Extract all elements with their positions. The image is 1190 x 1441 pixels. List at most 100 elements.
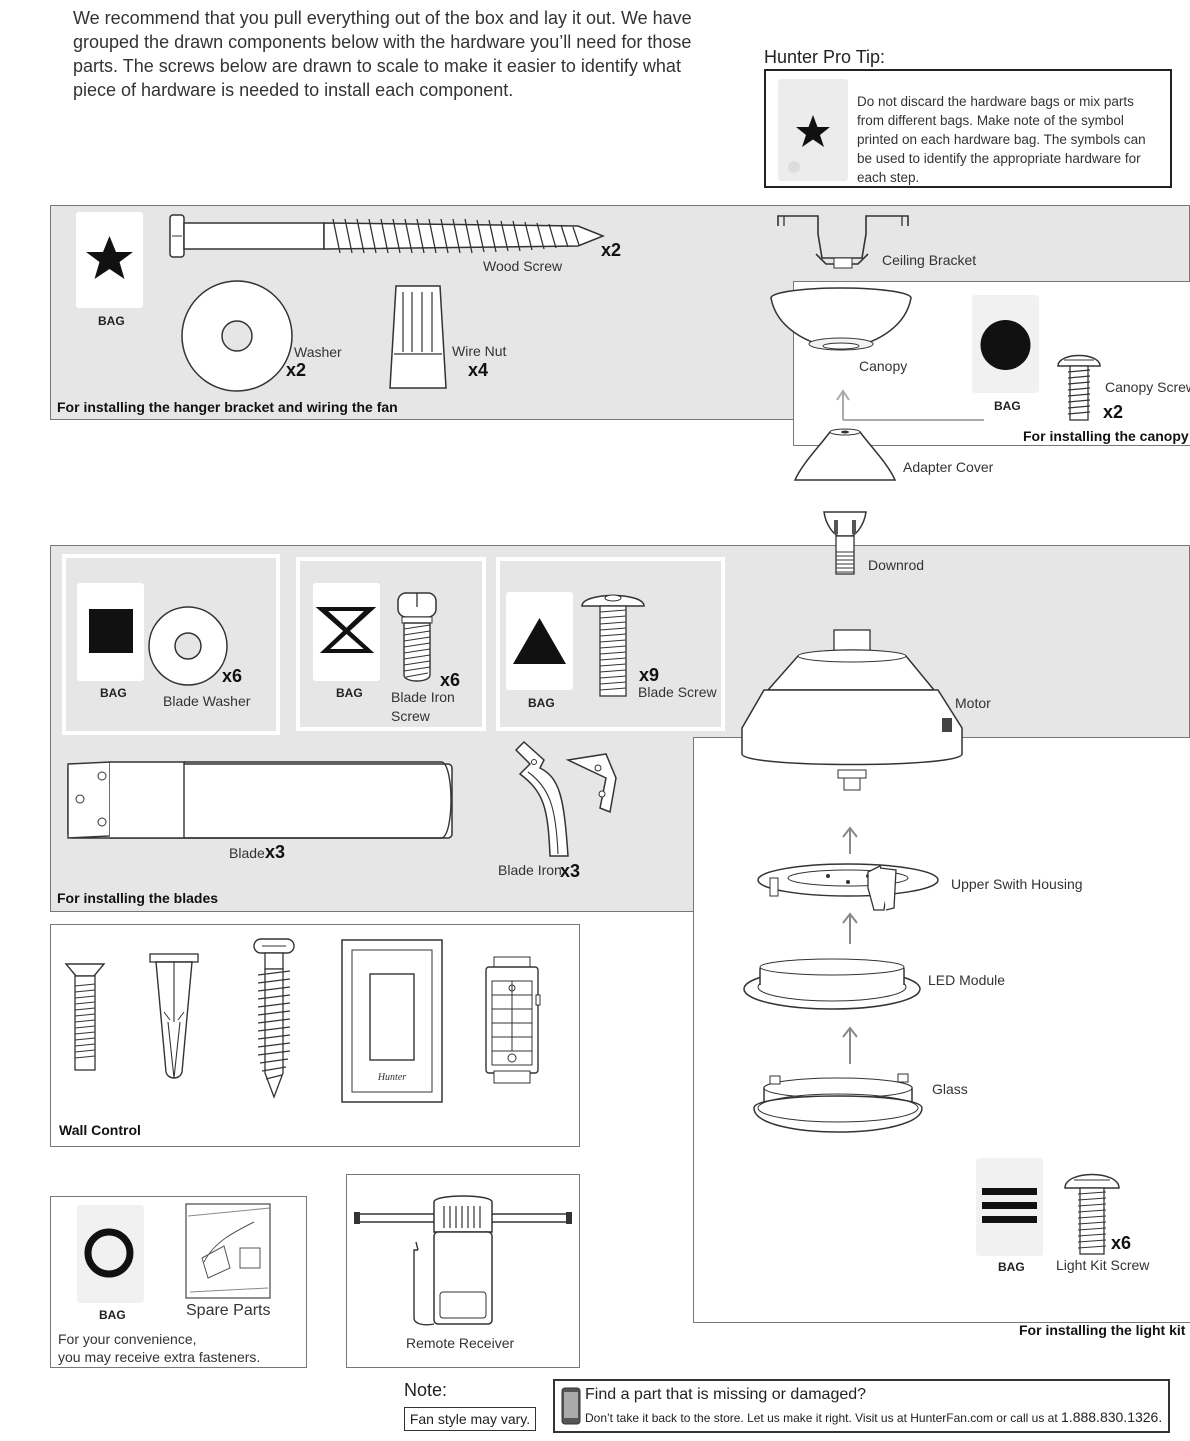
wall-wood-screw-drawing (253, 938, 295, 1099)
spare-parts-bag-drawing (185, 1203, 271, 1299)
wall-screw-drawing (64, 963, 106, 1071)
blade-screw-drawing (581, 594, 645, 697)
blades-section-caption: For installing the blades (57, 890, 219, 906)
spare-parts-label: Spare Parts (186, 1302, 271, 1319)
wire-nut-label: Wire Nut (452, 343, 507, 359)
downrod-label: Downrod (868, 557, 925, 573)
remote-receiver-label: Remote Receiver (406, 1335, 515, 1351)
blade-qty: x3 (265, 842, 286, 862)
motor-label: Motor (955, 695, 991, 711)
canopy-label: Canopy (859, 358, 908, 374)
arrow-up-icon (842, 826, 858, 854)
pro-tip-box: Do not discard the hardware bags or mix … (764, 69, 1172, 188)
blade-washer-label: Blade Washer (163, 693, 251, 709)
blade-iron-screw-qty: x6 (440, 670, 461, 690)
missing-part-title: Find a part that is missing or damaged? (585, 1386, 867, 1403)
spare-bag (77, 1205, 144, 1303)
missing-part-box (553, 1379, 1170, 1433)
canopy-screw-qty: x2 (1103, 402, 1124, 422)
star-icon (86, 236, 133, 279)
hanger-section-caption: For installing the hanger bracket and wi… (57, 399, 398, 415)
pro-tip-text: Do not discard the hardware bags or mix … (857, 94, 1146, 185)
ceiling-bracket-label: Ceiling Bracket (882, 252, 977, 268)
light-kit-screw-drawing (1064, 1173, 1120, 1255)
blade-label: Blade (229, 845, 265, 861)
glass-label: Glass (932, 1081, 968, 1097)
blade-washer-qty: x6 (222, 666, 243, 686)
bag-label: BAG (998, 1260, 1025, 1274)
hourglass-icon (315, 607, 377, 653)
canopy-section-caption: For installing the canopy (1023, 428, 1189, 444)
square-icon (89, 609, 133, 653)
blade-washer-bag (77, 583, 144, 681)
light-kit-section-caption: For installing the light kit (1019, 1322, 1186, 1338)
phone-number[interactable]: 1.888.830.1326. (1061, 1409, 1163, 1425)
blade-iron-screw-label-1: Blade Iron (391, 689, 455, 705)
blade-iron-screw-bag (313, 583, 380, 681)
intro-text: We recommend that you pull everything ou… (73, 8, 692, 100)
blade-iron-screw-group (296, 557, 486, 731)
circle-icon (980, 320, 1031, 370)
blade-iron-label: Blade Iron (498, 862, 562, 878)
led-module-label: LED Module (928, 972, 1006, 988)
pro-tip-title: Hunter Pro Tip: (764, 47, 886, 67)
wood-screw-qty: x2 (601, 240, 622, 260)
arrow-up-icon (842, 912, 858, 944)
light-kit-section (693, 737, 1190, 1323)
star-icon (788, 115, 830, 173)
washer-drawing (181, 280, 293, 392)
blade-screw-bag (506, 592, 573, 690)
canopy-screw-drawing (1057, 354, 1101, 421)
wood-screw-drawing (169, 214, 606, 258)
hunter-logo: Hunter (377, 1072, 406, 1083)
remote-receiver-drawing (354, 1195, 572, 1326)
wall-switch-drawing (485, 956, 541, 1084)
blade-iron-drawing (514, 740, 617, 857)
hanger-bag (76, 212, 143, 308)
wall-plate-drawing: Hunter (341, 939, 443, 1103)
pro-tip-bag (778, 79, 848, 181)
blade-iron-screw-drawing (397, 592, 437, 682)
blade-screw-group (496, 557, 725, 731)
wire-nut-qty: x4 (468, 360, 489, 380)
wire-nut-drawing (389, 285, 447, 389)
blade-iron-screw-label-2: Screw (391, 708, 430, 724)
missing-part-text: Don’t take it back to the store. Let us … (585, 1409, 1162, 1425)
blade-washer-drawing (148, 606, 228, 686)
wall-control-caption: Wall Control (59, 1122, 141, 1138)
motor-drawing (741, 629, 963, 791)
bag-label: BAG (99, 1308, 126, 1322)
note-box: Fan style may vary. (404, 1407, 536, 1431)
blade-washer-group (62, 554, 280, 735)
wood-screw-label: Wood Screw (483, 258, 563, 274)
light-kit-bag (976, 1158, 1043, 1256)
bag-label: BAG (994, 399, 1021, 413)
light-kit-screw-qty: x6 (1111, 1233, 1132, 1253)
led-module-drawing (743, 958, 921, 1010)
light-kit-screw-label: Light Kit Screw (1056, 1257, 1150, 1273)
spare-note-1: For your convenience, (58, 1331, 197, 1347)
bag-label: BAG (336, 686, 363, 700)
blade-iron-qty: x3 (560, 861, 581, 881)
arrow-up-icon (836, 389, 984, 421)
blade-drawing (67, 761, 453, 839)
hanger-section-extension (793, 205, 1190, 282)
washer-label: Washer (294, 344, 342, 360)
canopy-screw-label: Canopy Screw (1105, 379, 1190, 395)
adapter-cover-label: Adapter Cover (903, 459, 994, 475)
spare-note-2: you may receive extra fasteners. (58, 1349, 261, 1365)
wall-anchor-drawing (149, 953, 199, 1079)
bag-label: BAG (528, 696, 555, 710)
washer-qty: x2 (286, 360, 307, 380)
bag-label: BAG (100, 686, 127, 700)
glass-drawing (753, 1073, 923, 1133)
downrod-drawing (823, 511, 867, 575)
bag-label: BAG (98, 314, 125, 328)
blade-screw-qty: x9 (639, 665, 660, 685)
blade-screw-label: Blade Screw (638, 684, 717, 700)
upper-switch-housing-label: Upper Swith Housing (951, 876, 1083, 892)
canopy-drawing (770, 287, 912, 351)
adapter-cover-drawing (793, 428, 897, 481)
ceiling-bracket-drawing (777, 215, 909, 269)
canopy-bag (972, 295, 1039, 393)
